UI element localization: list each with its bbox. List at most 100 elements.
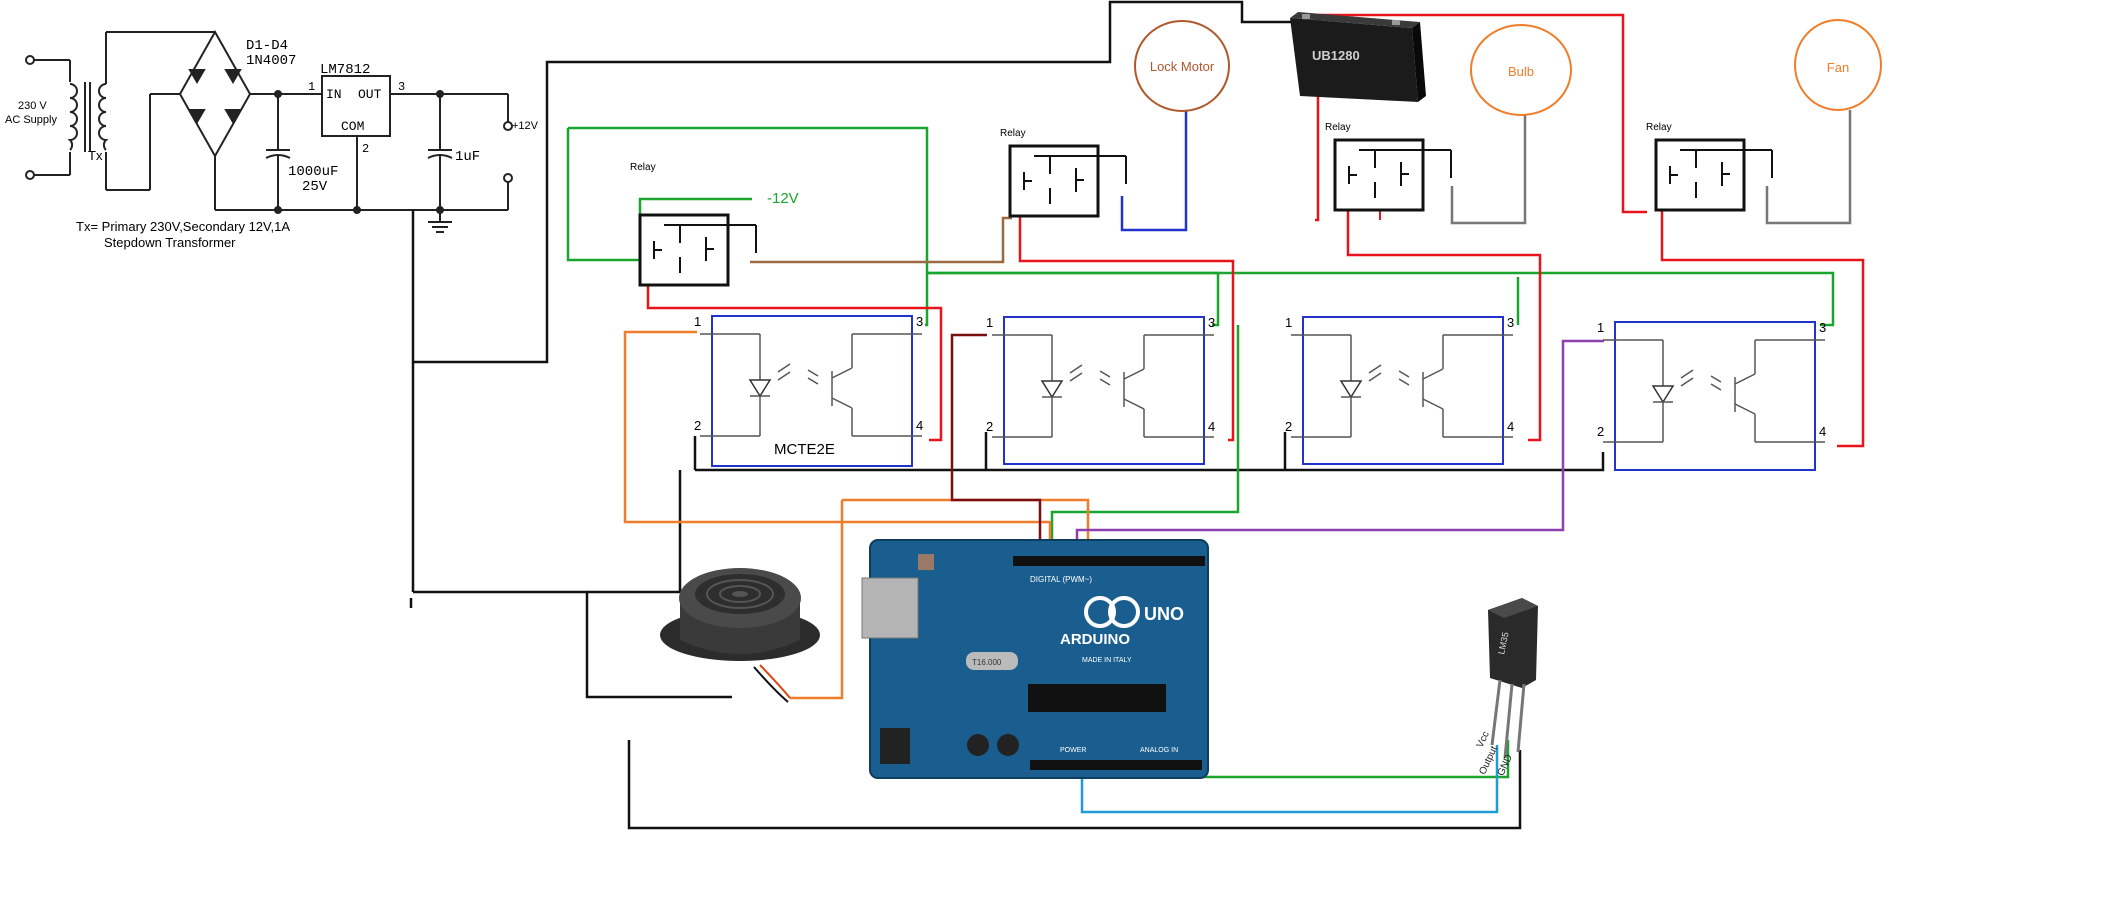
fan-label: Fan bbox=[1827, 60, 1849, 75]
fan: Fan bbox=[1794, 19, 1882, 111]
opto-pin-1: 1 bbox=[1597, 320, 1604, 335]
capacitor-1-value: 1000uF bbox=[288, 164, 338, 180]
transformer-note-1: Tx= Primary 230V,Secondary 12V,1A bbox=[76, 219, 290, 234]
battery-icon: UB1280 bbox=[1290, 12, 1426, 102]
battery-label: UB1280 bbox=[1312, 48, 1360, 63]
opto-pin-2: 2 bbox=[1285, 419, 1292, 434]
opto-pin-1: 1 bbox=[1285, 315, 1292, 330]
atmega-chip bbox=[1028, 684, 1166, 712]
arduino-analog-label: ANALOG IN bbox=[1140, 747, 1178, 754]
arduino-made-in-label: MADE IN ITALY bbox=[1082, 657, 1132, 664]
lm35-label: LM35 bbox=[1496, 631, 1510, 655]
plus12v-label: +12V bbox=[512, 120, 539, 132]
relay-1: Relay bbox=[630, 162, 757, 287]
opto-pin-3: 3 bbox=[1208, 315, 1215, 330]
ac-terminal-bottom bbox=[25, 170, 35, 180]
regulator-com-label: COM bbox=[341, 119, 364, 134]
opto-pin-1: 1 bbox=[694, 314, 701, 329]
reset-button[interactable] bbox=[918, 554, 934, 570]
green-wires bbox=[566, 126, 1835, 779]
led-icon bbox=[1040, 380, 1064, 399]
optocoupler-2: 1 2 3 4 bbox=[986, 315, 1215, 465]
capacitor-onboard-1 bbox=[967, 734, 989, 756]
transformer-icon bbox=[67, 82, 109, 152]
ac-terminal-top bbox=[25, 55, 35, 65]
opto-pin-1: 1 bbox=[986, 315, 993, 330]
opto-pin-4: 4 bbox=[1208, 419, 1215, 434]
optocoupler-4: 1 2 3 4 bbox=[1597, 320, 1826, 471]
capacitor-onboard-2 bbox=[997, 734, 1019, 756]
ac-supply-label-2: AC Supply bbox=[5, 114, 57, 126]
power-analog-header bbox=[1030, 760, 1202, 770]
bulb-label: Bulb bbox=[1508, 64, 1534, 79]
orange-wire bbox=[623, 330, 1090, 700]
digital-header bbox=[1013, 556, 1205, 566]
lock-motor: Lock Motor bbox=[1134, 20, 1230, 112]
brown-wire bbox=[750, 216, 1012, 264]
usb-port bbox=[861, 577, 919, 639]
transformer-label: Tx bbox=[88, 148, 103, 163]
optocoupler-body bbox=[1003, 316, 1205, 465]
opto-pin-4: 4 bbox=[1819, 424, 1826, 439]
opto-pin-4: 4 bbox=[916, 418, 923, 433]
optocoupler-body bbox=[1302, 316, 1504, 465]
capacitor-1000uf-icon bbox=[265, 94, 291, 210]
capacitor-2-value: 1uF bbox=[455, 149, 480, 165]
power-supply bbox=[25, 29, 513, 233]
gray-wires bbox=[1450, 110, 1852, 225]
opto-pin-3: 3 bbox=[1819, 320, 1826, 335]
minus12v-label: -12V bbox=[767, 190, 799, 207]
relay-3: Relay bbox=[1325, 122, 1452, 212]
opto-name: MCTE2E bbox=[774, 441, 835, 458]
buzzer-icon bbox=[660, 568, 820, 703]
opto-pin-3: 3 bbox=[916, 314, 923, 329]
ac-supply-label-1: 230 V bbox=[18, 100, 47, 112]
opto-pin-2: 2 bbox=[986, 419, 993, 434]
lock-motor-label: Lock Motor bbox=[1150, 59, 1215, 74]
regulator-pin-com-number: 2 bbox=[362, 142, 369, 156]
diode-label-2: 1N4007 bbox=[246, 53, 296, 69]
relay-4: Relay bbox=[1646, 122, 1773, 212]
purple-wire bbox=[1075, 339, 1604, 548]
arduino-digital-label: DIGITAL (PWM~) bbox=[1030, 575, 1092, 584]
red-wires bbox=[646, 13, 1865, 448]
regulator-out-label: OUT bbox=[358, 87, 382, 102]
relay-2: Relay bbox=[1000, 128, 1127, 218]
lm35-sensor: LM35 Vcc Output GND bbox=[1475, 598, 1538, 778]
relay-label: Relay bbox=[1646, 122, 1672, 133]
lm35-pin-gnd: GND bbox=[1496, 753, 1515, 778]
led-icon bbox=[1339, 380, 1363, 399]
opto-pin-2: 2 bbox=[1597, 424, 1604, 439]
regulator-in-label: IN bbox=[326, 87, 342, 102]
cyan-wire bbox=[1080, 745, 1499, 814]
optocoupler-body bbox=[711, 315, 913, 467]
led-icon bbox=[1651, 385, 1675, 404]
optocoupler-body bbox=[1614, 321, 1816, 471]
opto-pin-3: 3 bbox=[1507, 315, 1514, 330]
capacitor-1-voltage: 25V bbox=[302, 179, 328, 195]
blue-wire bbox=[1120, 110, 1188, 232]
arduino-logo-right bbox=[1108, 596, 1140, 628]
black-wires bbox=[409, 0, 1605, 830]
arduino-model: UNO bbox=[1144, 604, 1184, 624]
crystal bbox=[966, 652, 1018, 670]
regulator-pin-out-number: 3 bbox=[398, 80, 405, 94]
diode-label-1: D1-D4 bbox=[246, 38, 288, 54]
led-icon bbox=[748, 379, 772, 398]
dark-red-wire bbox=[950, 333, 1042, 541]
arduino-uno-board: UNO ARDUINO DIGITAL (PWM~) MADE IN ITALY… bbox=[861, 539, 1209, 779]
bridge-rectifier-icon bbox=[178, 29, 252, 159]
arduino-logo-left bbox=[1084, 596, 1116, 628]
power-jack bbox=[880, 728, 910, 764]
transformer-note-2: Stepdown Transformer bbox=[104, 235, 236, 250]
relay-label: Relay bbox=[630, 162, 656, 173]
relay-label: Relay bbox=[1000, 128, 1026, 139]
capacitor-1uf-icon bbox=[427, 94, 453, 210]
regulator-name: LM7812 bbox=[320, 62, 370, 78]
relay-label: Relay bbox=[1325, 122, 1351, 133]
arduino-power-label: POWER bbox=[1060, 747, 1086, 754]
